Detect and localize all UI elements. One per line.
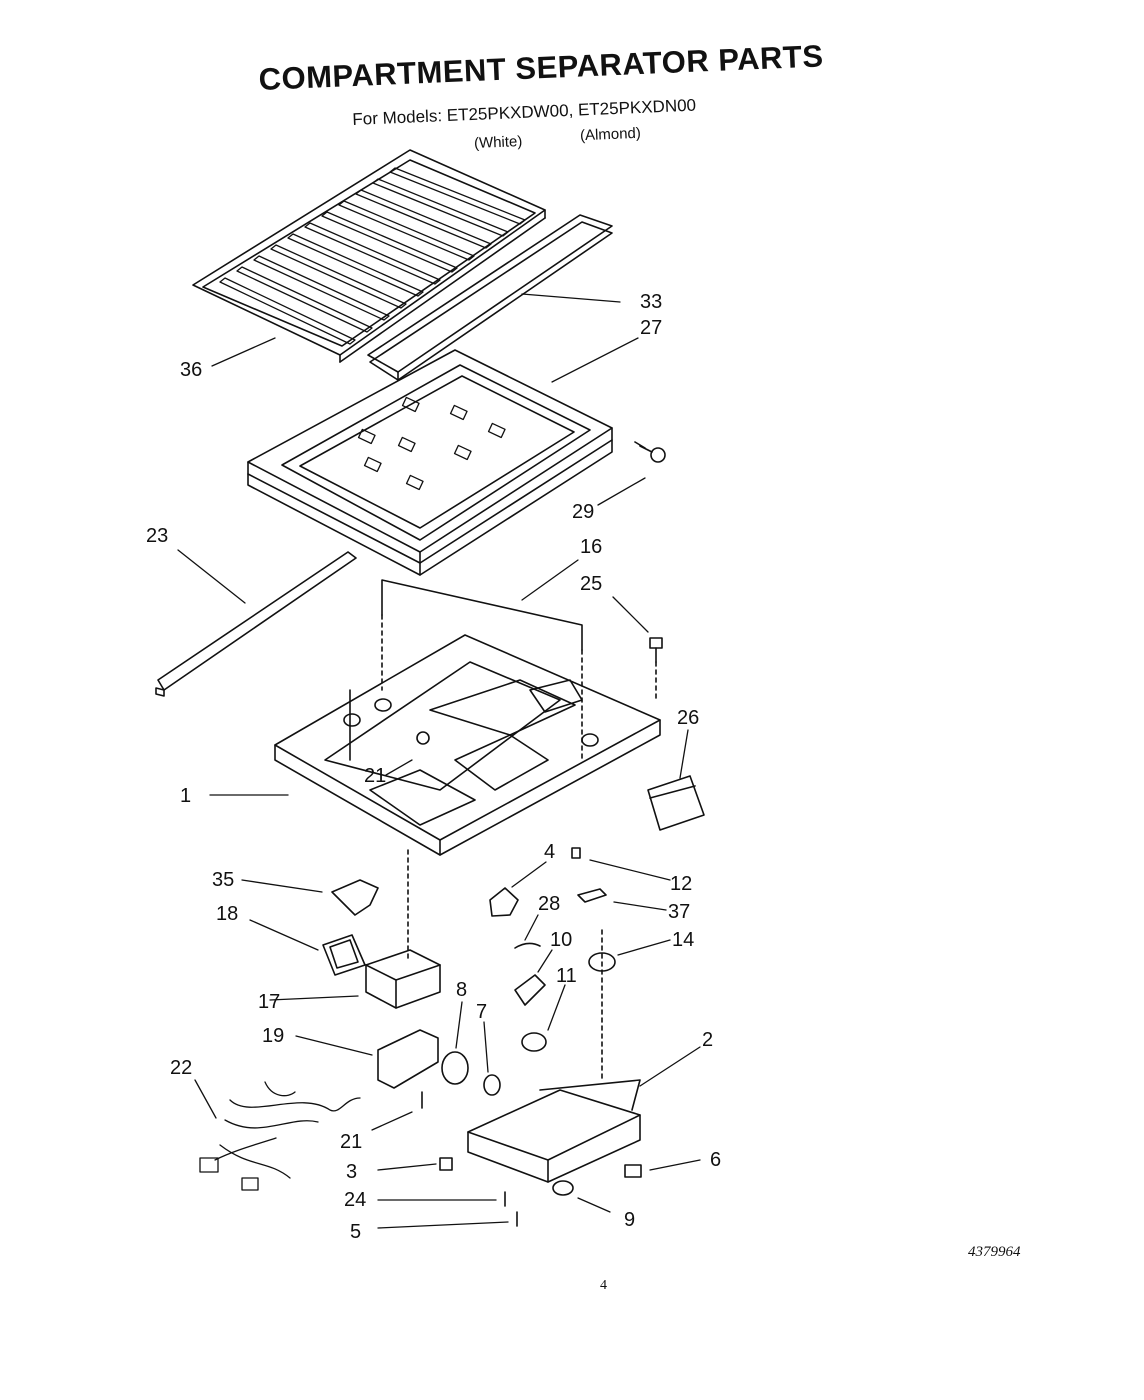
leader-lines [177, 293, 701, 1229]
part-label-24: 24 [344, 1189, 366, 1211]
shelf-part [192, 149, 546, 363]
part-label-12: 12 [670, 873, 692, 895]
part-label-37: 37 [668, 901, 690, 923]
part-label-21-upper: 21 [364, 765, 386, 787]
panel-26-part [647, 775, 705, 831]
part-label-18: 18 [216, 903, 238, 925]
screw-25-part [649, 637, 663, 701]
wiring-harness-part [199, 1081, 361, 1191]
part-label-19: 19 [262, 1025, 284, 1047]
part-label-17: 17 [258, 991, 280, 1013]
separator-cover-part [247, 349, 613, 576]
part-label-29: 29 [572, 501, 594, 523]
part-label-9: 9 [624, 1209, 635, 1231]
part-label-11: 11 [556, 965, 577, 987]
part-label-16: 16 [580, 536, 602, 558]
part-label-4: 4 [544, 841, 555, 863]
part-label-28: 28 [538, 893, 560, 915]
wire-rod-part [381, 579, 583, 761]
part-number-labels: 36 33 27 29 23 16 25 26 1 21 4 12 37 28 … [146, 291, 721, 1243]
page-number: 4 [600, 1278, 607, 1293]
part-label-26: 26 [677, 707, 699, 729]
part-label-2: 2 [702, 1029, 713, 1051]
gasket-strip-part [155, 551, 357, 697]
trim-strip-part [367, 214, 613, 381]
part-label-25: 25 [580, 573, 602, 595]
part-label-36: 36 [180, 359, 202, 381]
part-label-23: 23 [146, 525, 168, 547]
part-label-35: 35 [212, 869, 234, 891]
part-label-1: 1 [180, 785, 191, 807]
document-number: 4379964 [968, 1244, 1021, 1260]
base-pan-part [274, 634, 661, 856]
part-label-6: 6 [710, 1149, 721, 1171]
part-label-14: 14 [672, 929, 694, 951]
part-label-5: 5 [350, 1221, 361, 1243]
screw-29-part [634, 441, 666, 463]
part-label-8: 8 [456, 979, 467, 1001]
part-label-7: 7 [476, 1001, 487, 1023]
part-label-33: 33 [640, 291, 662, 313]
part-label-27: 27 [640, 317, 662, 339]
part-label-21-lower: 21 [340, 1131, 362, 1153]
lower-components [322, 847, 642, 1227]
part-label-22: 22 [170, 1057, 192, 1079]
part-label-3: 3 [346, 1161, 357, 1183]
part-label-10: 10 [550, 929, 572, 951]
